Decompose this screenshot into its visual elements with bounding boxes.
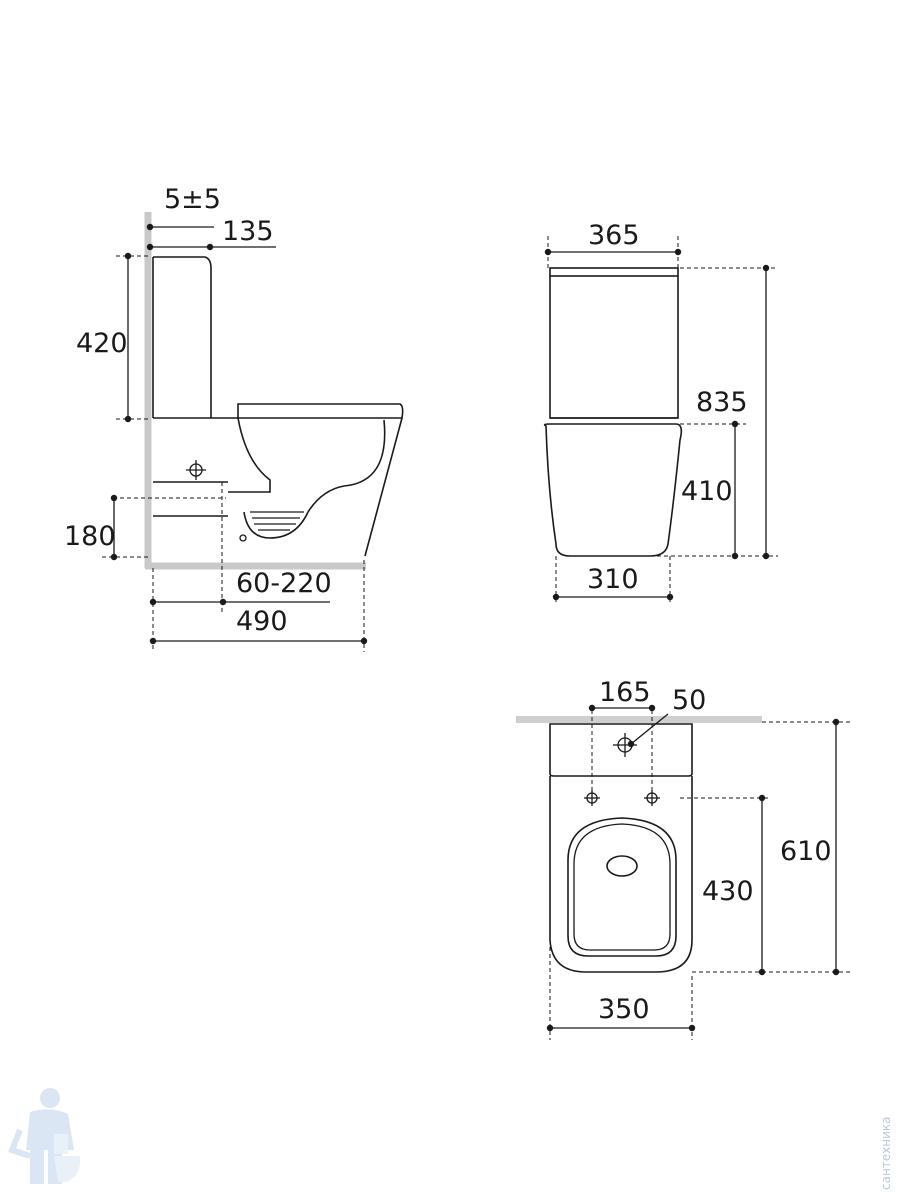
- trap-hatching: [250, 511, 304, 531]
- label-total-height: 835: [696, 387, 748, 418]
- label-total-length: 610: [780, 836, 832, 867]
- label-tank-height: 420: [76, 328, 128, 359]
- bowl-body: [543, 423, 683, 557]
- label-base-width: 310: [587, 564, 639, 595]
- top-tank: [549, 723, 693, 777]
- label-tank-width: 365: [588, 220, 640, 251]
- label-bowl-length: 430: [702, 876, 754, 907]
- label-seat-height: 410: [681, 476, 733, 507]
- seat-outline: [237, 403, 404, 419]
- tank-outline: [153, 256, 212, 418]
- top-inlet-symbol: [613, 713, 669, 757]
- top-view: 165 50 610 430 350: [516, 677, 850, 1040]
- side-view: 5±5 135 420 180 60-220 490: [64, 184, 404, 652]
- mount-hole-left: [584, 790, 600, 806]
- mount-hole-right: [644, 790, 660, 806]
- bowl-trap: [243, 419, 386, 539]
- label-tank-depth: 135: [222, 216, 274, 247]
- label-width: 350: [598, 994, 650, 1025]
- bowl-inner-back: [228, 417, 271, 493]
- label-inlet: 50: [672, 685, 706, 716]
- front-view: 365 835 410 310: [543, 220, 778, 604]
- label-gap: 5±5: [164, 184, 221, 215]
- bowl-front: [364, 417, 403, 557]
- label-mount-spacing: 165: [599, 677, 651, 708]
- top-wall: [516, 716, 762, 723]
- inlet-symbol: [186, 460, 206, 480]
- top-seat: [567, 817, 677, 957]
- tank-body: [549, 276, 679, 419]
- label-outlet-offset: 60-220: [236, 568, 332, 599]
- watermark-text: сантехника: [879, 1116, 893, 1190]
- tank-lid: [549, 267, 679, 277]
- top-bowl: [549, 776, 693, 973]
- plumber-logo: [8, 1088, 81, 1184]
- label-outlet-height: 180: [64, 521, 116, 552]
- flush-button: [606, 855, 638, 877]
- label-depth: 490: [236, 606, 288, 637]
- outlet-marker: [239, 534, 247, 542]
